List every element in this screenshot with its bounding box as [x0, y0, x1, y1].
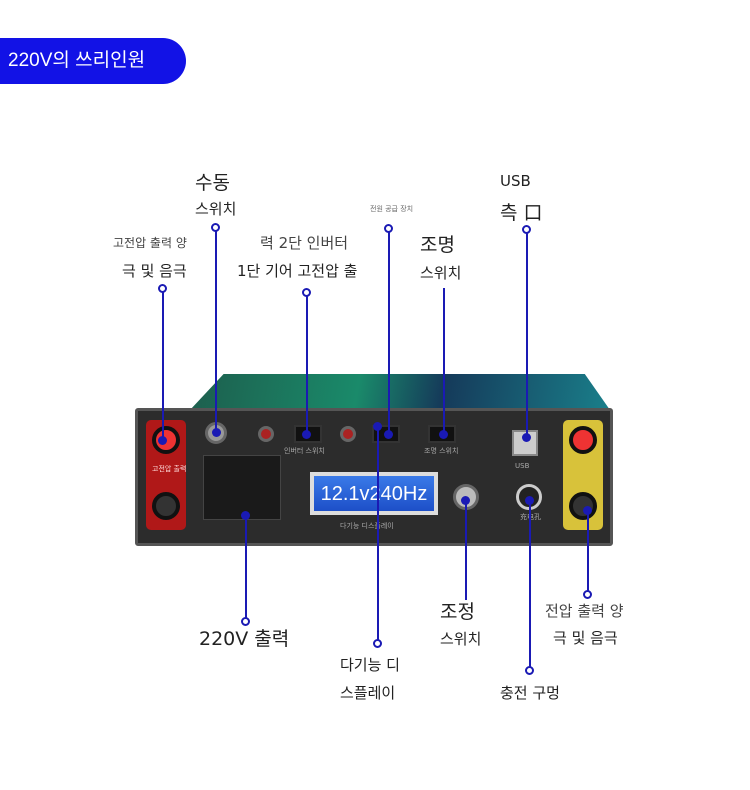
positive-post-icon [569, 426, 597, 454]
display-label-2: 스플레이 [340, 684, 396, 702]
charge-port-label: 충전 구멍 [500, 684, 560, 702]
adjust-switch-label-2: 스위치 [440, 630, 482, 648]
hv-terminal-plate: 고전압 출력 [146, 420, 186, 530]
light-switch-label-2: 스위치 [420, 264, 462, 282]
adjust-switch-label: 조정 [440, 601, 475, 623]
v-output-label: 전압 출력 양 [545, 602, 624, 620]
manual-switch-label: 수동 [195, 172, 230, 194]
indicator-light [258, 426, 274, 442]
negative-post-icon [569, 492, 597, 520]
v-output-label-2: 극 및 음극 [553, 629, 618, 647]
usb-label: USB [500, 172, 531, 190]
display-caption: 다기능 디스플레이 [340, 522, 394, 530]
inverter-caption: 인버터 스위치 [284, 447, 325, 455]
power-supply-label: 전원 공급 장치 [370, 205, 414, 213]
v-terminal-plate [563, 420, 603, 530]
hv-caption: 고전압 출력 [152, 465, 187, 473]
light-caption: 조명 스위치 [424, 447, 459, 455]
inverter-label: 력 2단 인버터 [260, 234, 349, 252]
device-top [190, 374, 610, 410]
inverter-label-2: 1단 기어 고전압 출 [237, 262, 358, 280]
light-switch-label: 조명 [420, 234, 455, 256]
usb-label-2: 측 口 [500, 202, 543, 224]
display-label: 다기능 디 [340, 656, 400, 674]
usb-caption: USB [515, 462, 530, 470]
ac-output-label: 220V 출력 [199, 628, 290, 650]
hv-output-label: 고전압 출력 양 [113, 236, 187, 250]
manual-switch-label-2: 스위치 [195, 200, 237, 218]
negative-post-icon [152, 492, 180, 520]
hv-output-label-2: 극 및 음극 [122, 262, 187, 280]
ac-socket[interactable] [203, 455, 281, 520]
indicator-light [340, 426, 356, 442]
lcd-display: 12.1v240Hz [310, 472, 438, 515]
title-badge: 220V의 쓰리인원 [0, 38, 186, 84]
